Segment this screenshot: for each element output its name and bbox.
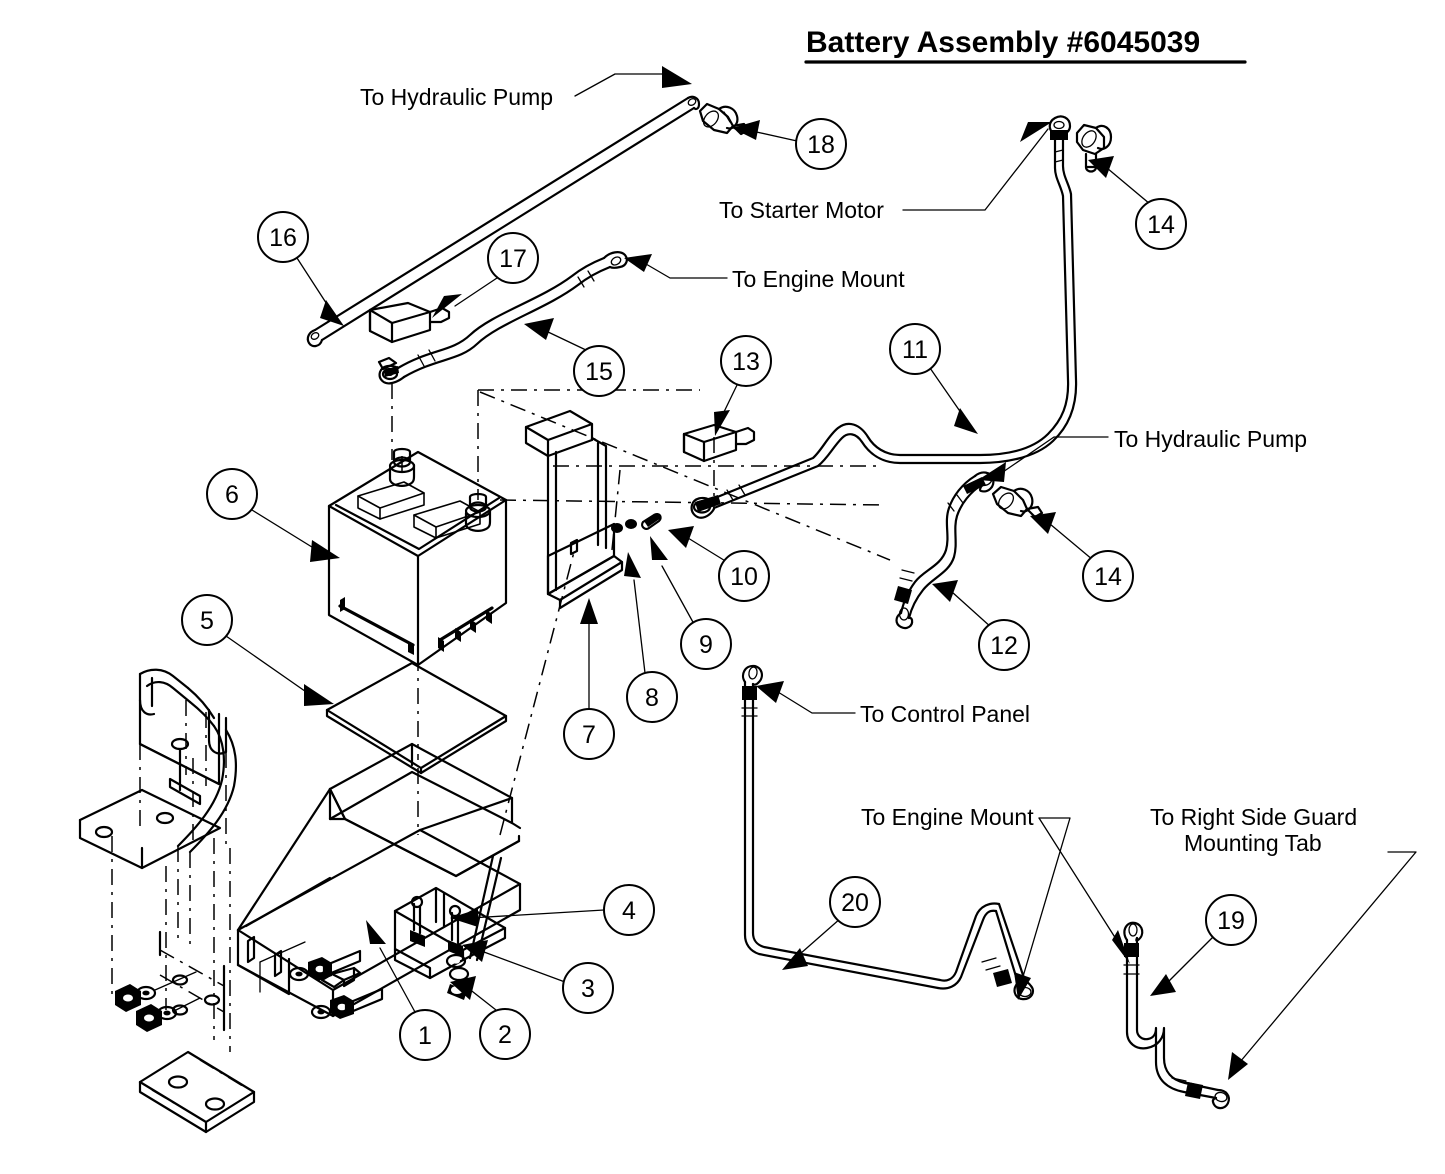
callout-14-lower-circle[interactable] [1082,550,1134,602]
callout-12[interactable]: 12 [978,619,1030,671]
callout-5-circle[interactable] [181,594,233,646]
callout-17-circle[interactable] [487,232,539,284]
reference-label-texts: To Hydraulic Pump To Starter Motor To En… [360,84,1357,856]
callout-18[interactable]: 18 [795,118,847,170]
callout-11-label: 11 [902,336,928,364]
callout-12-circle[interactable] [978,619,1030,671]
callout-6-circle[interactable] [206,468,258,520]
label-to-right-side-guard-line2: Mounting Tab [1184,830,1322,856]
part-14-cable-connector-stud-upper [1075,123,1113,173]
callout-8-label: 8 [645,684,659,712]
label-to-hydraulic-pump-right: To Hydraulic Pump [1114,426,1307,452]
callout-4[interactable]: 4 [603,884,655,936]
callout-7-label: 7 [582,721,596,749]
label-to-engine-mount-lower: To Engine Mount [861,804,1034,830]
part-12-cable-hydraulic-pump [894,471,995,630]
part-5-battery-pad [325,661,508,775]
frame-fastener-hardware [115,941,384,1032]
leader-lines [225,66,1417,1080]
callout-6[interactable]: 6 [206,468,258,520]
callout-4-circle[interactable] [603,884,655,936]
callout-2[interactable]: 2 [479,1008,531,1060]
callout-1-circle[interactable] [399,1009,451,1061]
label-to-engine-mount-upper: To Engine Mount [732,266,905,292]
callout-15-circle[interactable] [573,345,625,397]
callout-6-label: 6 [225,481,239,509]
callout-1[interactable]: 1 [399,1009,451,1061]
label-to-right-side-guard-line1: To Right Side Guard [1150,804,1357,830]
label-to-hydraulic-pump-top: To Hydraulic Pump [360,84,553,110]
callout-14-upper-circle[interactable] [1135,198,1187,250]
callout-14-lower[interactable]: 14 [1082,550,1134,602]
callout-19-label: 19 [1217,907,1245,935]
callout-17-label: 17 [499,245,527,273]
callout-11[interactable]: 11 [889,323,941,375]
parts-2-3-4-holddown-hardware [410,895,470,1000]
callout-10-label: 10 [730,563,758,591]
callout-19[interactable]: 19 [1205,894,1257,946]
part-1-battery-tray-frame [236,742,522,1018]
callout-13-circle[interactable] [720,335,772,387]
callout-17[interactable]: 17 [487,232,539,284]
callout-3-label: 3 [581,975,595,1003]
callout-20-circle[interactable] [829,876,881,928]
callout-16-circle[interactable] [257,211,309,263]
callout-14-lower-label: 14 [1094,563,1122,591]
label-to-control-panel: To Control Panel [860,701,1030,727]
part-11-positive-battery-cable-long [690,115,1078,519]
callout-20-label: 20 [841,889,869,917]
callout-9[interactable]: 9 [680,618,732,670]
callout-11-circle[interactable] [889,323,941,375]
callout-7[interactable]: 7 [563,708,615,760]
assembly-axis-lines [391,383,891,836]
callout-4-label: 4 [622,897,636,925]
part-19-ground-strap-side-guard [1123,921,1230,1110]
callout-bubbles: 1 2 3 4 5 6 7 [181,118,1257,1061]
callout-1-label: 1 [418,1022,432,1050]
callout-16-label: 16 [269,224,297,252]
part-20-control-panel-cable [741,664,1035,1001]
part-7-battery-hold-down-bracket [524,409,624,610]
page-title: Battery Assembly #6045039 [806,26,1200,59]
callout-3-circle[interactable] [562,962,614,1014]
callout-13-label: 13 [732,348,760,376]
callout-7-circle[interactable] [563,708,615,760]
callout-2-label: 2 [498,1021,512,1049]
callout-12-label: 12 [990,632,1018,660]
callout-10-circle[interactable] [718,550,770,602]
callout-8-circle[interactable] [626,671,678,723]
callout-19-circle[interactable] [1205,894,1257,946]
callout-9-circle[interactable] [680,618,732,670]
callout-2-circle[interactable] [479,1008,531,1060]
part-16-long-battery-cable [306,95,701,348]
callout-15[interactable]: 15 [573,345,625,397]
callout-18-label: 18 [807,131,835,159]
callout-16[interactable]: 16 [257,211,309,263]
page-title-group: Battery Assembly #6045039 [804,26,1247,64]
callout-5-label: 5 [200,607,214,635]
callout-3[interactable]: 3 [562,962,614,1014]
callout-14-upper[interactable]: 14 [1135,198,1187,250]
part-13-negative-terminal-boot [682,423,756,463]
machine-frame-reference [78,668,256,1134]
part-14-cable-connector-stud-lower [991,485,1044,519]
label-to-starter-motor: To Starter Motor [719,197,884,223]
parts-8-9-10-hardware-cluster [611,513,662,533]
callout-5[interactable]: 5 [181,594,233,646]
callout-9-label: 9 [699,631,713,659]
callout-8[interactable]: 8 [626,671,678,723]
part-15-ground-cable-engine-mount [377,251,628,385]
callout-10[interactable]: 10 [718,550,770,602]
callout-20[interactable]: 20 [829,876,881,928]
callout-18-circle[interactable] [795,118,847,170]
callout-13[interactable]: 13 [720,335,772,387]
callout-15-label: 15 [585,358,613,386]
callout-14-upper-label: 14 [1147,211,1175,239]
